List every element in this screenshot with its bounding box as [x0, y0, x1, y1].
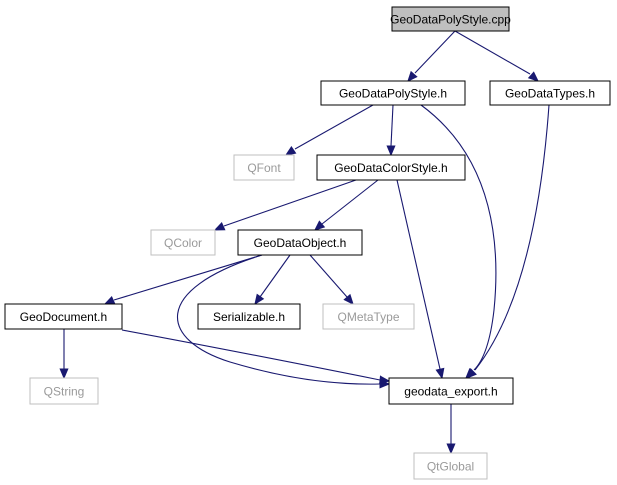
- node-box: [4, 303, 123, 330]
- edge-line: [420, 104, 497, 371]
- arrowhead-icon: [466, 368, 477, 379]
- node-box: [391, 6, 510, 32]
- node-label: GeoDataColorStyle.h: [334, 161, 447, 175]
- node-box: [29, 377, 99, 405]
- node-box: [322, 303, 415, 330]
- edge-line: [474, 104, 550, 371]
- edge-geodataobject_h-to-serializable_h: [254, 254, 291, 306]
- arrowhead-icon: [527, 71, 539, 82]
- node-box: [388, 377, 514, 405]
- node-label: GeoDataPolyStyle.h: [339, 87, 447, 101]
- edge-geodataobject_h-to-qmetatype: [309, 254, 354, 305]
- edge-geodatapolystyle_cpp-to-geodatatypes_h: [454, 30, 539, 82]
- arrowhead-icon: [284, 145, 297, 156]
- edge-line: [396, 179, 441, 370]
- edge-geodocument_h-to-qstring: [59, 329, 69, 380]
- node-geodatatypes-h[interactable]: GeoDataTypes.h: [489, 80, 611, 106]
- node-label: GeoDocument.h: [20, 310, 107, 324]
- arrowhead-icon: [379, 375, 391, 385]
- node-geodatapolystyle-h[interactable]: GeoDataPolyStyle.h: [320, 80, 466, 106]
- node-box: [233, 154, 295, 181]
- edge-line: [321, 179, 379, 225]
- edge-geodatapolystyle_h-to-geodatacolorstyle_h: [386, 104, 396, 157]
- edge-line: [414, 30, 456, 74]
- edge-geodocument_h-to-geodata_export_h: [121, 329, 391, 385]
- edge-geodatapolystyle_h-to-qfont: [284, 104, 374, 156]
- node-geodata-export-h[interactable]: geodata_export.h: [388, 377, 514, 405]
- edge-geodatacolorstyle_h-to-qcolor: [213, 179, 357, 231]
- arrowhead-icon: [435, 367, 445, 380]
- arrowhead-icon: [59, 368, 69, 380]
- node-box: [413, 452, 488, 480]
- node-qtglobal: QtGlobal: [413, 452, 488, 480]
- arrowhead-icon: [343, 293, 354, 305]
- arrowhead-icon: [103, 295, 116, 305]
- arrowhead-icon: [407, 70, 418, 82]
- node-label: QColor: [164, 236, 202, 250]
- edge-geodatacolorstyle_h-to-geodata_export_h: [396, 179, 445, 380]
- node-qcolor: QColor: [150, 229, 216, 256]
- node-geodocument-h[interactable]: GeoDocument.h: [4, 303, 123, 330]
- node-label: GeoDataTypes.h: [505, 87, 595, 101]
- node-box: [237, 229, 363, 256]
- arrowhead-icon: [254, 293, 265, 306]
- node-label: QtGlobal: [427, 460, 474, 474]
- node-box: [150, 229, 216, 256]
- node-geodatacolorstyle-h[interactable]: GeoDataColorStyle.h: [316, 154, 466, 181]
- edge-line: [259, 254, 291, 298]
- edge-geodatapolystyle_cpp-to-geodatapolystyle_h: [407, 30, 456, 82]
- node-qmetatype: QMetaType: [322, 303, 415, 330]
- edges-layer: [59, 30, 550, 455]
- node-label: QMetaType: [337, 310, 399, 324]
- arrowhead-icon: [213, 221, 226, 231]
- edge-line: [177, 254, 381, 385]
- edge-line: [294, 104, 374, 150]
- node-label: Serializable.h: [213, 310, 285, 324]
- node-serializable-h[interactable]: Serializable.h: [197, 303, 301, 330]
- edge-geodatacolorstyle_h-to-geodataobject_h: [314, 179, 379, 231]
- edge-line: [121, 329, 381, 381]
- edge-line: [454, 30, 531, 75]
- node-label: GeoDataObject.h: [254, 236, 347, 250]
- node-geodatapolystyle-cpp[interactable]: GeoDataPolyStyle.cpp: [390, 6, 511, 32]
- edge-line: [113, 254, 263, 301]
- node-label: QString: [44, 385, 85, 399]
- edge-line: [390, 104, 394, 147]
- node-label: QFont: [247, 161, 281, 175]
- node-qstring: QString: [29, 377, 99, 405]
- edge-line: [223, 179, 357, 227]
- node-qfont: QFont: [233, 154, 295, 181]
- node-box: [320, 80, 466, 106]
- node-box: [316, 154, 466, 181]
- edge-geodataobject_h-to-geodocument_h: [103, 254, 263, 305]
- arrowhead-icon: [314, 220, 326, 231]
- edge-geodata_export_h-to-qtglobal: [446, 404, 456, 455]
- node-label: geodata_export.h: [404, 385, 497, 399]
- node-box: [197, 303, 301, 330]
- node-geodataobject-h[interactable]: GeoDataObject.h: [237, 229, 363, 256]
- arrowhead-icon: [446, 443, 456, 455]
- edge-geodatatypes_h-to-geodata_export_h: [466, 104, 550, 379]
- node-box: [489, 80, 611, 106]
- edge-line: [309, 254, 348, 298]
- node-label: GeoDataPolyStyle.cpp: [390, 13, 511, 27]
- arrowhead-icon: [386, 145, 396, 157]
